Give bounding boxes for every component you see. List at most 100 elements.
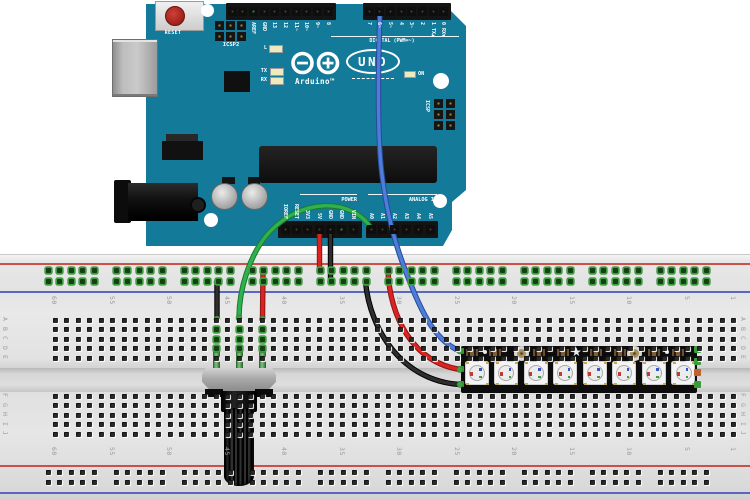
breadboard-hole (98, 403, 104, 408)
power-pin[interactable] (326, 225, 335, 234)
icsp-pin[interactable] (446, 121, 455, 130)
breadboard-rail-hole (45, 469, 51, 475)
analog-pin[interactable] (413, 225, 423, 234)
reset-button[interactable] (165, 5, 185, 26)
digital-pin[interactable] (302, 7, 312, 16)
digital-pin[interactable] (238, 7, 248, 16)
digital-pin[interactable] (364, 7, 374, 16)
breadboard-hole (340, 431, 345, 437)
power-pin[interactable] (280, 225, 290, 234)
reset-label: RESET (164, 31, 182, 36)
power-pin[interactable] (348, 225, 358, 234)
icsp2-pin[interactable] (226, 32, 235, 41)
breadboard-hole (685, 346, 690, 351)
breadboard-hole (190, 412, 196, 418)
breadboard-hole (466, 412, 472, 418)
breadboard-hole (547, 422, 552, 427)
power-pin[interactable] (337, 225, 346, 234)
breadboard-hole (248, 422, 253, 427)
icsp2-pin[interactable] (226, 21, 235, 30)
neopixel-pad[interactable] (457, 366, 464, 372)
digital-pin[interactable] (386, 7, 396, 16)
breadboard-hole (547, 317, 552, 323)
digital-pin[interactable] (291, 7, 301, 16)
neopixel-pad[interactable] (694, 381, 701, 388)
breadboard-hole (156, 346, 161, 351)
neopixel-solder-pad (554, 382, 558, 385)
breadboard-hole (52, 422, 58, 427)
icsp2-pin[interactable] (237, 21, 246, 30)
digital-pin[interactable] (227, 7, 237, 16)
breadboard-hole (409, 346, 414, 351)
breadboard-hole (190, 393, 196, 399)
breadboard-hole (478, 336, 483, 342)
digital-pin[interactable] (313, 7, 323, 16)
neopixel-led-blue-dot (597, 368, 600, 371)
neopixel-led-green-dot (508, 375, 512, 379)
breadboard-hole (317, 412, 322, 418)
breadboard-hole (673, 403, 679, 408)
breadboard-hole (52, 317, 58, 323)
digital-pin[interactable] (270, 7, 280, 16)
breadboard-hole (673, 431, 679, 437)
breadboard-rail-hole (521, 469, 527, 475)
analog-pin-label: A1 (379, 212, 386, 219)
digital-pin[interactable] (281, 7, 290, 16)
digital-pin[interactable] (375, 7, 385, 16)
power-pin[interactable] (303, 225, 312, 234)
breadboard-hole (570, 327, 575, 332)
digital-pin[interactable] (428, 7, 438, 16)
digital-pin[interactable] (418, 7, 428, 16)
analog-pin[interactable] (366, 225, 376, 234)
icsp-pin[interactable] (434, 121, 443, 130)
breadboard-hole (374, 346, 380, 351)
analog-pin[interactable] (425, 225, 435, 234)
digital-pin[interactable] (259, 7, 269, 16)
icsp2-pin[interactable] (215, 21, 224, 30)
breadboard-hole (581, 355, 587, 361)
breadboard-rail-hole (68, 469, 74, 475)
analog-pin[interactable] (378, 225, 388, 234)
breadboard-hole (478, 317, 483, 323)
neopixel-pad[interactable] (694, 358, 701, 365)
digital-pin[interactable] (323, 7, 333, 16)
breadboard-hole (225, 422, 230, 427)
power-pin[interactable] (291, 225, 301, 234)
icsp-pin[interactable] (446, 110, 455, 119)
breadboard-hole (432, 355, 437, 361)
breadboard-hole (236, 317, 242, 323)
power-pin[interactable] (314, 225, 324, 234)
breadboard-hole (121, 431, 127, 437)
breadboard-hole (110, 336, 115, 342)
icsp2-pin[interactable] (237, 32, 246, 41)
breadboard-hole (397, 431, 403, 437)
breadboard-hole (466, 355, 472, 361)
breadboard-hole (133, 317, 138, 323)
digital-pin[interactable] (248, 7, 258, 16)
digital-pin[interactable] (396, 7, 406, 16)
breadboard-rail-hole (340, 267, 346, 273)
breadboard-hole (64, 412, 69, 418)
digital-pin[interactable] (407, 7, 417, 16)
digital-pin-label: AREF (249, 22, 256, 35)
analog-pin[interactable] (401, 225, 411, 234)
analog-pin[interactable] (390, 225, 400, 234)
breadboard-hole (673, 336, 679, 342)
digital-pin-label: 10~ (303, 22, 310, 32)
breadboard-hole (512, 317, 518, 323)
breadboard-hole (110, 412, 115, 418)
breadboard-row-letter: C (739, 336, 747, 341)
icsp-pin[interactable] (434, 99, 443, 108)
neopixel-strip[interactable]: ★ (457, 345, 701, 393)
icsp-pin[interactable] (446, 99, 455, 108)
neopixel-solder-pad (603, 362, 607, 365)
breadboard-hole (75, 412, 81, 418)
digital-pin[interactable] (439, 7, 449, 16)
neopixel-pad[interactable] (457, 381, 464, 387)
neopixel-led-green-dot (567, 375, 571, 379)
breadboard-hole (271, 431, 276, 437)
breadboard-hole (558, 336, 564, 342)
icsp2-pin[interactable] (215, 32, 224, 41)
neopixel-pad[interactable] (694, 369, 701, 376)
icsp-pin[interactable] (434, 110, 443, 119)
